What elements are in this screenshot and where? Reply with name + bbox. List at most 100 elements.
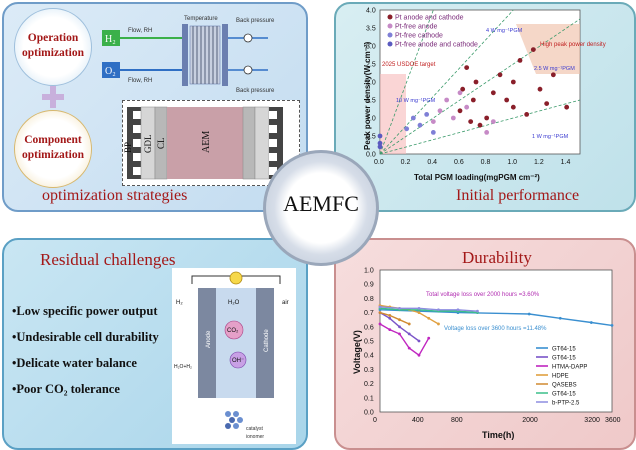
dur-y-tick-2: 0.2 xyxy=(364,381,374,388)
mea-layers-box: BP GDL CL AEM xyxy=(122,100,300,186)
durability-point-2-3 xyxy=(407,346,411,350)
voltage-loss-annotation-2: Voltage loss over 3600 hours =11.48% xyxy=(444,326,547,332)
data-point-s0-6 xyxy=(490,90,496,96)
dur-y-tick-9: 0.9 xyxy=(364,282,374,289)
anode-plate xyxy=(198,288,216,398)
dur-x-tick-1: 400 xyxy=(412,417,424,424)
dur-y-tick-10: 1.0 xyxy=(364,268,374,275)
h2-inlet-box xyxy=(102,30,120,46)
oh-label: OH⁻ xyxy=(232,358,244,364)
legend-item-3: Pt-free cathode xyxy=(395,33,443,40)
high-power-region xyxy=(516,24,580,74)
voltage-loss-annotation-1: Total voltage loss over 2000 hours =3.60… xyxy=(426,292,540,298)
durability-point-6-3 xyxy=(437,308,440,312)
durability-x-label: Time(h) xyxy=(482,430,514,440)
data-point-s0-3 xyxy=(470,97,476,103)
legend-item-1: Pt anode and cathode xyxy=(395,15,464,22)
h2-label: H₂ xyxy=(105,34,116,45)
data-point-s2-3 xyxy=(424,112,430,117)
cathode-plate xyxy=(256,288,274,398)
durability-title: Durability xyxy=(462,248,532,267)
durability-line-6 xyxy=(379,306,478,312)
challenge-item-4: •Poor CO₂ tolerance xyxy=(12,382,120,396)
cathode-label: Cathode xyxy=(264,329,270,352)
data-point-s0-15 xyxy=(564,104,570,110)
durability-point-0-4 xyxy=(558,316,562,320)
data-point-s3-2 xyxy=(377,144,383,150)
x-tick-4: 0.8 xyxy=(481,159,491,166)
dur-y-tick-8: 0.8 xyxy=(364,296,374,303)
dur-x-tick-3: 2000 xyxy=(522,417,538,424)
x-tick-0: 0.0 xyxy=(374,159,384,166)
challenge-item-3: •Delicate water balance xyxy=(12,356,137,370)
valve-icon-top xyxy=(243,33,253,43)
electrolyte-h2o-label: H₂O xyxy=(228,300,240,306)
layer-label-cl: CL xyxy=(156,137,166,149)
initial-performance-caption: Initial performance xyxy=(456,187,580,204)
y-tick-6: 3.0 xyxy=(366,44,376,51)
durability-point-2-5 xyxy=(427,336,431,340)
ref-line-0 xyxy=(379,9,434,155)
data-point-s0-11 xyxy=(524,112,530,117)
dur-legend-label-3: HDPE xyxy=(552,374,569,380)
test-station-schematic: H₂ O₂ Flow, RH Flow, RH Temperature Back… xyxy=(102,16,275,94)
data-point-s0-13 xyxy=(544,101,550,106)
durability-point-6-4 xyxy=(456,308,460,312)
component-optimization-circle: Component optimization xyxy=(14,110,92,188)
data-point-s2-2 xyxy=(417,122,423,128)
stack-endplate-left xyxy=(182,24,188,86)
cell-legend-catalyst: catalyst xyxy=(246,426,264,432)
dur-x-tick-4: 3200 xyxy=(584,417,600,424)
valve-icon-bottom xyxy=(243,65,253,75)
aem-membrane xyxy=(167,107,243,179)
data-point-s1-3 xyxy=(450,115,456,121)
usdoe-target-region xyxy=(380,74,406,154)
optimization-strategies-panel: Operation optimization Component optimiz… xyxy=(2,2,308,212)
data-point-s1-2 xyxy=(444,97,450,103)
residual-challenges-panel: Residual challenges •Low specific power … xyxy=(2,238,308,450)
durability-point-1-3 xyxy=(407,332,411,336)
y-tick-7: 3.5 xyxy=(366,26,376,33)
flow-o2-label: Flow, RH xyxy=(128,78,152,84)
fuel-cell-schematic: H₂ air H₂O+H₂ Anode Cathode H₂O CO₂ OH⁻ … xyxy=(172,268,296,444)
durability-point-2-0 xyxy=(378,322,382,326)
data-point-s0-7 xyxy=(497,72,503,78)
high-power-annotation: High peak power density xyxy=(540,42,606,48)
layer-label-gdl: GDL xyxy=(143,135,153,154)
stack-plates xyxy=(189,25,221,85)
data-point-s0-5 xyxy=(484,115,490,121)
back-pressure-label-2: Back pressure xyxy=(236,88,275,94)
cell-legend-ionomer: ionomer xyxy=(246,434,264,440)
operation-optimization-circle: Operation optimization xyxy=(14,8,92,86)
flow-h2-label: Flow, RH xyxy=(128,28,152,34)
ref-label-1: 1 W mg⁻¹PGM xyxy=(532,134,569,140)
y-tick-1: 0.5 xyxy=(366,134,376,141)
cl-right xyxy=(242,106,256,180)
dur-y-tick-7: 0.7 xyxy=(364,310,374,317)
data-point-s3-0 xyxy=(377,140,383,146)
ref-line-3 xyxy=(379,99,581,155)
co2-label: CO₂ xyxy=(227,328,239,334)
stack-endplate-right xyxy=(222,24,228,86)
ref-label-2-5: 2.5 W mg⁻¹PGM xyxy=(534,66,575,72)
y-tick-2: 1.0 xyxy=(366,116,376,123)
durability-point-2-1 xyxy=(388,328,392,332)
x-tick-6: 1.2 xyxy=(534,159,544,166)
dur-x-tick-0: 0 xyxy=(373,417,377,424)
residual-challenges-title: Residual challenges xyxy=(40,250,176,269)
dur-y-tick-0: 0.0 xyxy=(364,410,374,417)
data-point-s2-0 xyxy=(404,126,410,132)
temperature-label: Temperature xyxy=(184,16,218,22)
gdl-right xyxy=(254,106,270,180)
durability-point-6-1 xyxy=(398,306,401,310)
durability-line-2 xyxy=(379,323,430,357)
data-point-s0-16 xyxy=(477,122,483,128)
legend-item-4: Pt-free anode and cathode xyxy=(395,42,478,49)
data-point-s0-10 xyxy=(517,58,523,63)
data-point-s0-2 xyxy=(464,65,470,70)
efficiency-reference-lines xyxy=(379,9,581,155)
dur-y-tick-4: 0.4 xyxy=(364,353,374,360)
dur-x-tick-5: 3600 xyxy=(605,417,621,424)
